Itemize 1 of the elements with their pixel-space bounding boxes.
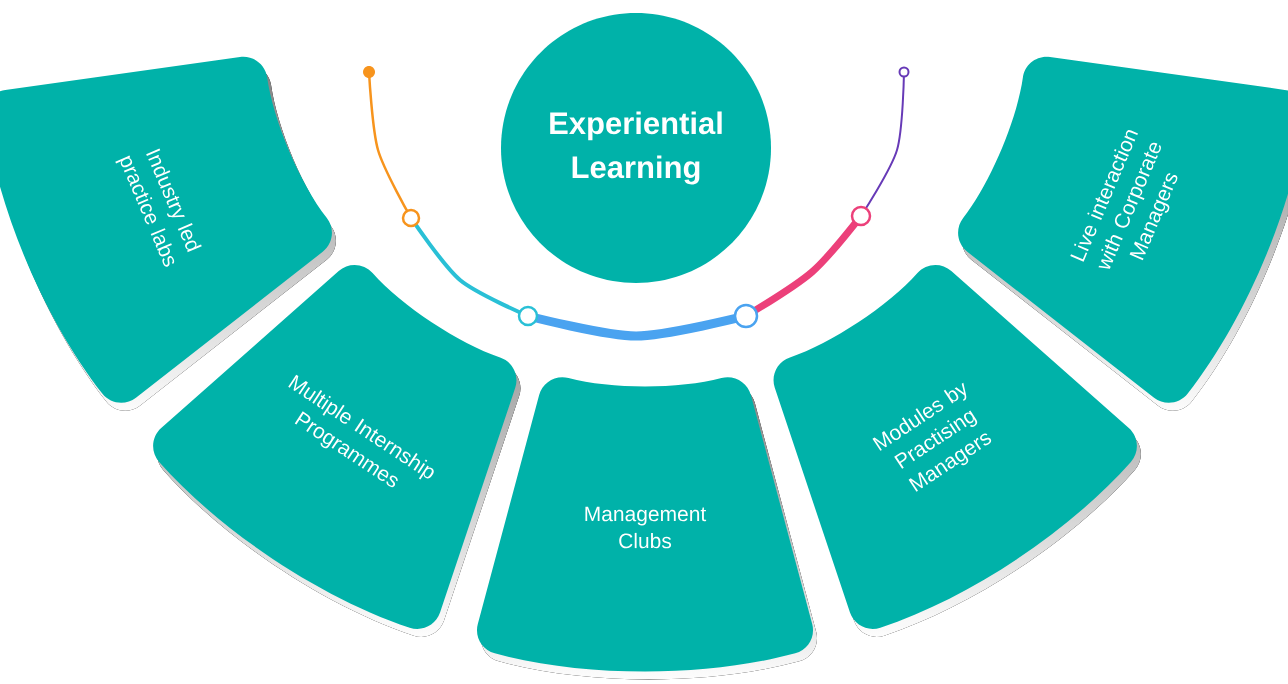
segment-card: Management Clubs — [477, 377, 818, 680]
